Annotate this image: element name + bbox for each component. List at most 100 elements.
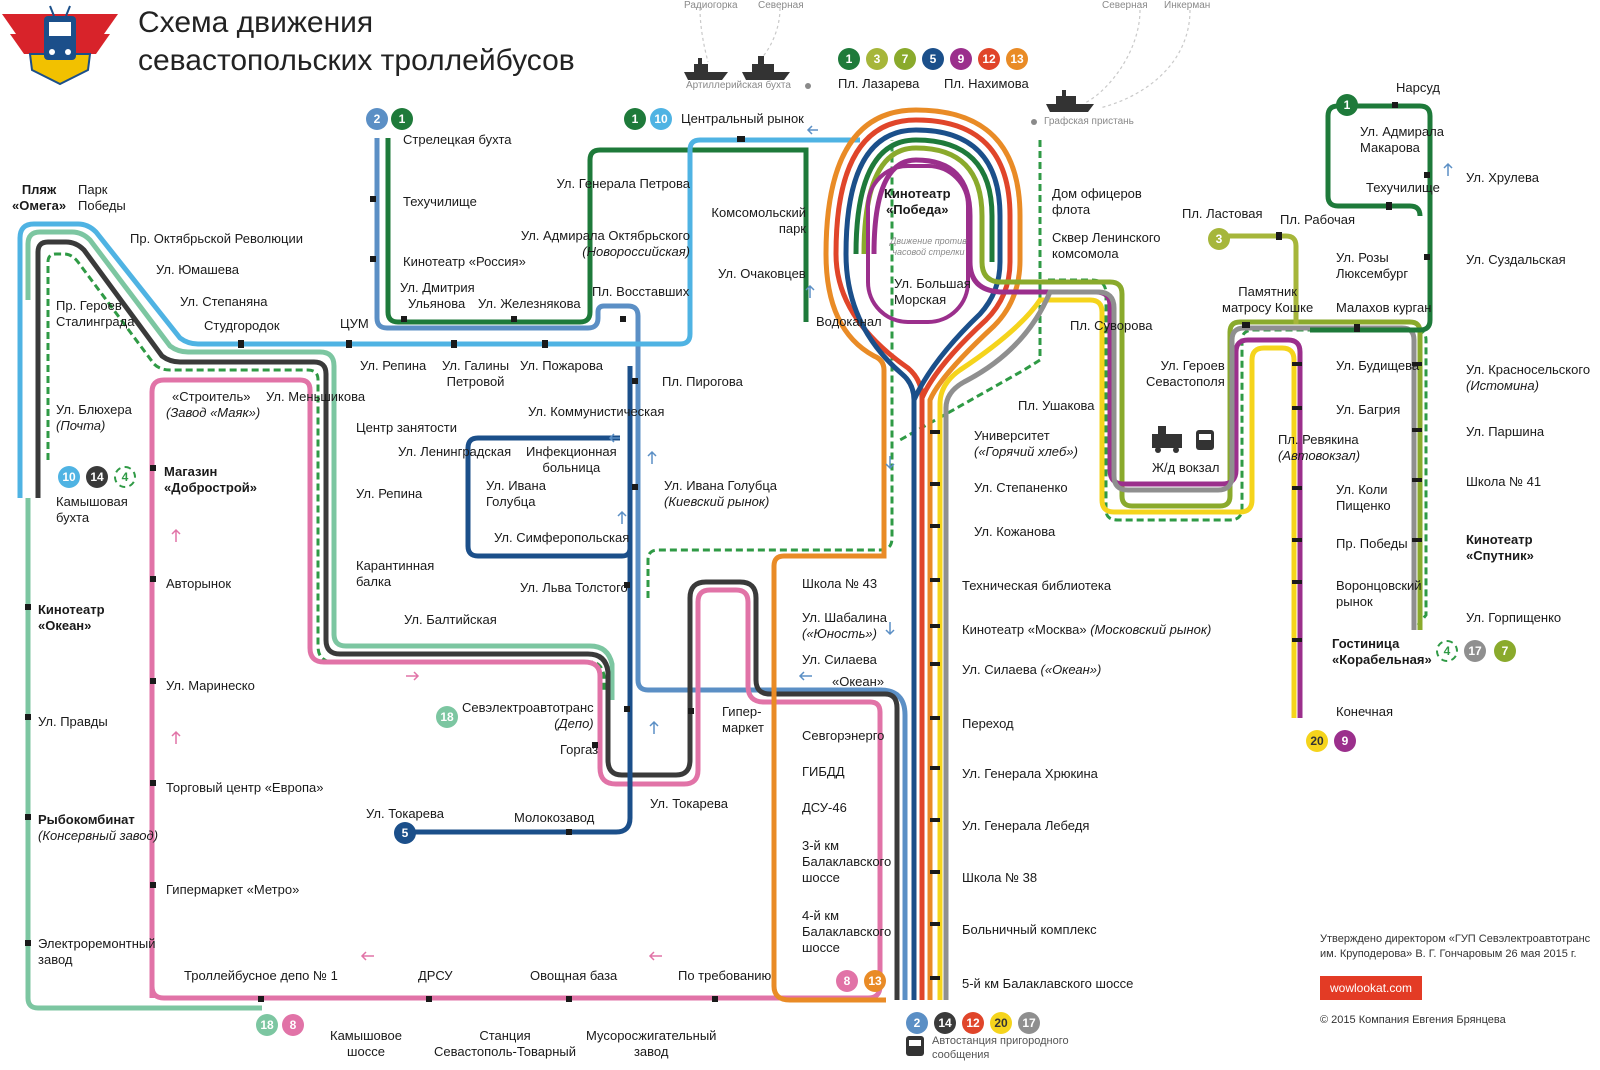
- stop-leningradskaya[interactable]: Ул. Ленинградская: [398, 444, 512, 459]
- stop-yumasheva[interactable]: Ул. Юмашева: [156, 262, 240, 277]
- route-badge-5[interactable]: 5: [922, 48, 944, 70]
- stop-perekhod[interactable]: Переход: [962, 716, 1014, 731]
- stop-khruleva[interactable]: Ул. Хрулева: [1466, 170, 1539, 185]
- route-badge-10-kam[interactable]: 10: [58, 466, 80, 488]
- stop-metro[interactable]: Гипермаркет «Метро»: [166, 882, 300, 897]
- stop-universitet[interactable]: Университет («Горячий хлеб»): [974, 428, 1078, 460]
- route-badge-12[interactable]: 12: [978, 48, 1000, 70]
- stop-elektroremont[interactable]: Электроремонтный завод: [38, 936, 156, 968]
- stop-konechnaya[interactable]: Конечная: [1336, 704, 1394, 719]
- stop-kino-sputnik[interactable]: Кинотеатр «Спутник»: [1466, 532, 1534, 564]
- stop-magazin[interactable]: Магазин «Добрострой»: [164, 464, 257, 496]
- stop-adm-makarova[interactable]: Ул. Адмирала Макарова: [1360, 124, 1444, 156]
- stop-pl-ushakova[interactable]: Пл. Ушакова: [1018, 398, 1095, 413]
- stop-lva-tolstogo[interactable]: Ул. Льва Толстого: [520, 580, 628, 595]
- route-badge-8-kam[interactable]: 8: [282, 1014, 304, 1036]
- route-badge-12-km5[interactable]: 12: [962, 1012, 984, 1034]
- route-badge-3-last[interactable]: 3: [1208, 228, 1230, 250]
- route-badge-10-market[interactable]: 10: [650, 108, 672, 130]
- stop-shkola43[interactable]: Школа № 43: [802, 576, 878, 591]
- route-badge-4-kam[interactable]: 4: [114, 466, 136, 488]
- stop-stepanenko[interactable]: Ул. Степаненко: [974, 480, 1068, 495]
- stop-komsomolsky[interactable]: Комсомольский парк: [700, 205, 806, 237]
- route-badge-3[interactable]: 3: [866, 48, 888, 70]
- stop-stroitel[interactable]: «Строитель» (Завод «Маяк»): [166, 389, 260, 421]
- stop-shkola41[interactable]: Школа № 41: [1466, 474, 1542, 489]
- stop-km5[interactable]: 5-й км Балаклавского шоссе: [962, 976, 1134, 991]
- stop-dom-ofitserov[interactable]: Дом офицеров флота: [1052, 186, 1142, 218]
- route-badge-20-km5[interactable]: 20: [990, 1012, 1012, 1034]
- stop-suzdalskaya[interactable]: Ул. Суздальская: [1466, 252, 1566, 267]
- stop-pr-okt-rev[interactable]: Пр. Октябрьской Революции: [130, 231, 303, 246]
- stop-gorgaz[interactable]: Горгаз: [560, 742, 599, 757]
- stop-blyukhera[interactable]: Ул. Блюхера (Почта): [56, 402, 132, 434]
- route-badge-8-km[interactable]: 8: [836, 970, 858, 992]
- stop-tekh-bibl[interactable]: Техническая библиотека: [962, 578, 1112, 593]
- stop-ivana-golubtsa[interactable]: Ул. Ивана Голубца (Киевский рынок): [664, 478, 777, 510]
- stop-sevelektro[interactable]: Севэлектроавтотранс (Депо): [462, 700, 594, 732]
- route-badge-17-gorp[interactable]: 17: [1464, 640, 1486, 662]
- stop-bagriya[interactable]: Ул. Багрия: [1336, 402, 1401, 417]
- route-badge-9-kon[interactable]: 9: [1334, 730, 1356, 752]
- stop-stantsiya[interactable]: Станция Севастополь-Товарный: [434, 1028, 576, 1060]
- route-badge-7-gorp[interactable]: 7: [1494, 640, 1516, 662]
- stop-galiny[interactable]: Ул. Галины Петровой: [442, 358, 509, 390]
- stop-simferopolskaya[interactable]: Ул. Симферопольская: [494, 530, 630, 545]
- stop-bolshaya-morskaya[interactable]: Ул. Большая Морская: [894, 276, 971, 308]
- route-badge-1-nars[interactable]: 1: [1336, 94, 1358, 116]
- stop-silaeva[interactable]: Ул. Силаева («Океан»): [962, 662, 1101, 678]
- stop-koli[interactable]: Ул. Коли Пищенко: [1336, 482, 1391, 514]
- stop-avtorynok[interactable]: Авторынок: [166, 576, 231, 591]
- route-badge-2-km5[interactable]: 2: [906, 1012, 928, 1034]
- stop-pl-pirogova[interactable]: Пл. Пирогова: [662, 374, 743, 389]
- route-badge-14-km5[interactable]: 14: [934, 1012, 956, 1034]
- stop-karantinnaya[interactable]: Карантинная балка: [356, 558, 434, 590]
- route-badge-5-tok[interactable]: 5: [394, 822, 416, 844]
- stop-marinesko[interactable]: Ул. Маринеско: [166, 678, 255, 693]
- stop-bolnichny[interactable]: Больничный комплекс: [962, 922, 1097, 937]
- stop-musoros[interactable]: Мусоросжигательный завод: [586, 1028, 716, 1060]
- stop-vodokanal[interactable]: Водоканал: [816, 314, 882, 329]
- stop-plyazh[interactable]: Пляж «Омега»: [12, 182, 66, 214]
- stop-streletskaya[interactable]: Стрелецкая бухта: [403, 132, 512, 147]
- stop-krasnoselskogo[interactable]: Ул. Красносельского (Истомина): [1466, 362, 1590, 394]
- stop-tsentr-zan[interactable]: Центр занятости: [356, 420, 457, 435]
- stop-km4[interactable]: 4-й км Балаклавского шоссе: [802, 908, 891, 956]
- stop-tekhuchilishche[interactable]: Техучилище: [403, 194, 477, 209]
- stop-pl-suvorova[interactable]: Пл. Суворова: [1070, 318, 1153, 333]
- stop-infektsionnaya[interactable]: Инфекционная больница: [526, 444, 617, 476]
- route-badge-7[interactable]: 7: [894, 48, 916, 70]
- stop-tc-evropa[interactable]: Торговый центр «Европа»: [166, 780, 324, 795]
- stop-ovoshchnaya[interactable]: Овощная база: [530, 968, 618, 983]
- stop-rabochaya[interactable]: Пл. Рабочая: [1280, 212, 1356, 227]
- stop-gibdd[interactable]: ГИБДД: [802, 764, 845, 779]
- stop-repina-1[interactable]: Ул. Репина: [360, 358, 427, 373]
- stop-silaeva-w[interactable]: Ул. Силаева: [802, 652, 877, 667]
- route-badge-20-kon[interactable]: 20: [1306, 730, 1328, 752]
- route-badge-13[interactable]: 13: [1006, 48, 1028, 70]
- route-badge-2-strel[interactable]: 2: [366, 108, 388, 130]
- stop-studgorodok[interactable]: Студгородок: [204, 318, 280, 333]
- stop-baltiyskaya[interactable]: Ул. Балтийская: [404, 612, 497, 627]
- stop-molokozavod[interactable]: Молокозавод: [514, 810, 595, 825]
- stop-dsu46[interactable]: ДСУ-46: [802, 800, 847, 815]
- stop-pozharova[interactable]: Ул. Пожарова: [520, 358, 604, 373]
- stop-giper[interactable]: Гипер- маркет: [722, 704, 764, 736]
- stop-tokareva[interactable]: Ул. Токарева: [650, 796, 729, 811]
- stop-vorontsovsky[interactable]: Воронцовский рынок: [1336, 578, 1422, 610]
- route-badge-14-kam[interactable]: 14: [86, 466, 108, 488]
- route-badge-18-kam[interactable]: 18: [256, 1014, 278, 1036]
- stop-rozy[interactable]: Ул. Розы Люксембург: [1336, 250, 1408, 282]
- route-badge-1-market[interactable]: 1: [624, 108, 646, 130]
- stop-gorpishchenko[interactable]: Ул. Горпищенко: [1466, 610, 1562, 625]
- stop-tokareva-w[interactable]: Ул. Токарева: [366, 806, 445, 821]
- stop-kommunisticheskaya[interactable]: Ул. Коммунистическая: [528, 404, 665, 419]
- stop-khryukina[interactable]: Ул. Генерала Хрюкина: [962, 766, 1098, 781]
- stop-zheleznyakova[interactable]: Ул. Железнякова: [478, 296, 581, 311]
- stop-gen-petrova[interactable]: Ул. Генерала Петрова: [556, 176, 690, 191]
- stop-okean-q[interactable]: «Океан»: [832, 674, 885, 689]
- stop-po-treb[interactable]: По требованию: [678, 968, 772, 983]
- stop-park[interactable]: Парк Победы: [78, 182, 126, 214]
- route-badge-17-km5[interactable]: 17: [1018, 1012, 1040, 1034]
- stop-repina-2[interactable]: Ул. Репина: [356, 486, 423, 501]
